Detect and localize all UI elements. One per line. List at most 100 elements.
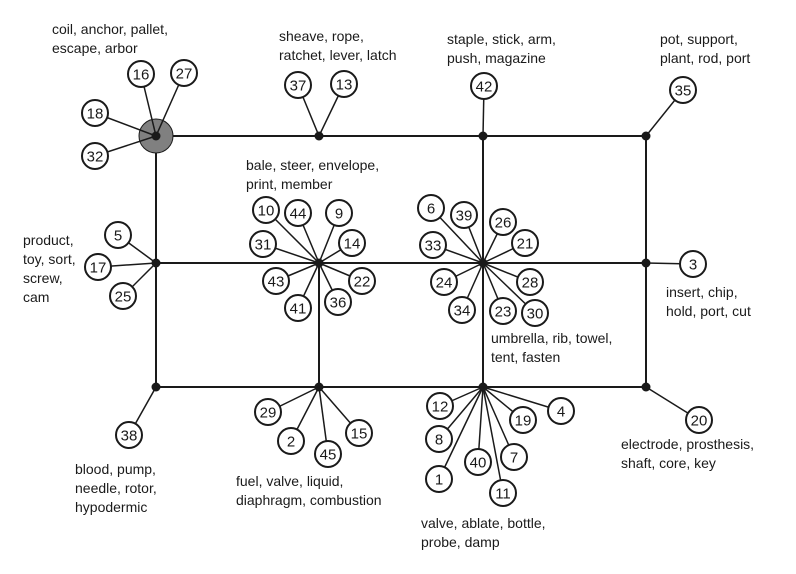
node-26: 26: [489, 208, 517, 236]
node-circle: [448, 296, 476, 324]
node-circle: [314, 440, 342, 468]
node-number: 34: [454, 303, 471, 320]
node-circle: [284, 71, 312, 99]
node-20: 20: [685, 406, 713, 434]
node-number: 3: [689, 257, 697, 274]
node-25: 25: [109, 282, 137, 310]
node-circle: [685, 406, 713, 434]
node-number: 31: [255, 237, 272, 254]
node-17: 17: [84, 253, 112, 281]
hub-top-right: [641, 131, 651, 141]
node-11: 11: [489, 479, 517, 507]
spoke-edge: [438, 386, 484, 480]
node-number: 25: [115, 289, 132, 306]
node-circle: [345, 419, 373, 447]
node-circle: [425, 425, 453, 453]
node-18: 18: [81, 99, 109, 127]
hub-bottom-right: [641, 382, 651, 392]
node-number: 17: [90, 260, 107, 277]
node-2: 2: [277, 427, 305, 455]
node-circle: [127, 60, 155, 88]
node-circle: [81, 142, 109, 170]
node-number: 14: [344, 236, 361, 253]
node-13: 13: [330, 70, 358, 98]
node-circle: [425, 465, 453, 493]
node-21: 21: [511, 229, 539, 257]
label-top-mid-left: sheave, rope, ratchet, lever, latch: [279, 28, 397, 63]
node-3: 3: [679, 250, 707, 278]
node-circle: [521, 299, 549, 327]
node-15: 15: [345, 419, 373, 447]
node-number: 9: [335, 206, 343, 223]
node-circle: [679, 250, 707, 278]
node-circle: [277, 427, 305, 455]
node-number: 23: [495, 304, 512, 321]
node-circle: [330, 70, 358, 98]
node-number: 28: [522, 275, 539, 292]
node-41: 41: [284, 294, 312, 322]
node-number: 1: [435, 472, 443, 489]
node-circle: [109, 282, 137, 310]
hub-bottom-mid-right: [478, 382, 488, 392]
node-circle: [500, 443, 528, 471]
node-circle: [489, 297, 517, 325]
node-number: 16: [133, 67, 150, 84]
label-mid-right: insert, chip, hold, port, cut: [666, 284, 751, 319]
node-circle: [419, 231, 447, 259]
node-number: 4: [557, 404, 565, 421]
hub-center-right: [478, 258, 488, 268]
node-8: 8: [425, 425, 453, 453]
node-circle: [417, 194, 445, 222]
node-circle: [509, 406, 537, 434]
node-number: 13: [336, 77, 353, 94]
hub-bottom-mid-left: [314, 382, 324, 392]
hub-top-mid-left: [314, 131, 324, 141]
node-number: 37: [290, 78, 307, 95]
node-number: 29: [260, 405, 277, 422]
node-37: 37: [284, 71, 312, 99]
node-circle: [430, 268, 458, 296]
node-circle: [464, 448, 492, 476]
node-number: 20: [691, 413, 708, 430]
node-42: 42: [470, 72, 498, 100]
node-44: 44: [284, 199, 312, 227]
node-number: 41: [290, 301, 307, 318]
node-30: 30: [521, 299, 549, 327]
node-circle: [338, 229, 366, 257]
node-1: 1: [425, 465, 453, 493]
label-top-mid-right: staple, stick, arm, push, magazine: [447, 31, 556, 66]
node-number: 43: [268, 274, 285, 291]
node-9: 9: [325, 199, 353, 227]
node-27: 27: [170, 59, 198, 87]
label-center-right: umbrella, rib, towel, tent, fasten: [491, 330, 613, 365]
node-number: 7: [510, 450, 518, 467]
node-circle: [254, 398, 282, 426]
node-circle: [511, 229, 539, 257]
hub-center-left: [314, 258, 324, 268]
node-circle: [324, 288, 352, 316]
node-number: 35: [675, 83, 692, 100]
node-circle: [84, 253, 112, 281]
node-number: 5: [114, 228, 122, 245]
node-number: 2: [287, 434, 295, 451]
node-number: 24: [436, 275, 453, 292]
node-35: 35: [669, 76, 697, 104]
node-number: 36: [330, 295, 347, 312]
node-43: 43: [262, 267, 290, 295]
label-mid-left: product, toy, sort, screw, cam: [23, 232, 76, 305]
node-number: 44: [290, 206, 307, 223]
node-40: 40: [464, 448, 492, 476]
node-circle: [450, 201, 478, 229]
label-bottom-mid-left: fuel, valve, liquid, diaphragm, combusti…: [236, 473, 382, 508]
node-29: 29: [254, 398, 282, 426]
node-circle: [249, 230, 277, 258]
node-7: 7: [500, 443, 528, 471]
node-number: 33: [425, 238, 442, 255]
node-number: 38: [121, 428, 138, 445]
label-bottom-left: blood, pump, needle, rotor, hypodermic: [75, 461, 157, 515]
node-4: 4: [547, 397, 575, 425]
node-circle: [115, 421, 143, 449]
node-number: 21: [517, 236, 534, 253]
node-45: 45: [314, 440, 342, 468]
